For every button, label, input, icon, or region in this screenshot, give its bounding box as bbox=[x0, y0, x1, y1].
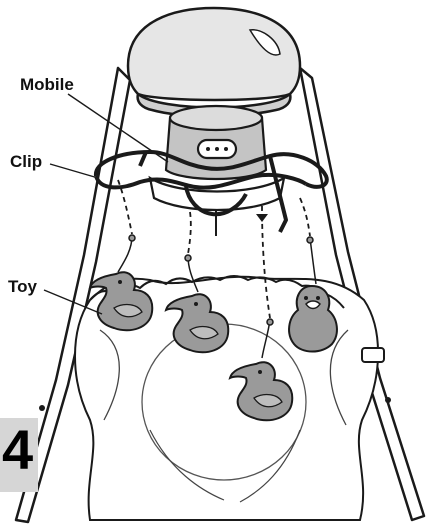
frame-bolt bbox=[39, 405, 45, 411]
canopy bbox=[128, 8, 300, 116]
clip-label: Clip bbox=[10, 153, 42, 170]
toy-label: Toy bbox=[8, 278, 37, 295]
frame-bolt bbox=[385, 397, 391, 403]
arrow-icon bbox=[256, 214, 268, 222]
mobile-label: Mobile bbox=[20, 76, 74, 93]
clip-leader bbox=[50, 164, 98, 178]
toy-string bbox=[118, 236, 132, 272]
toy-string bbox=[310, 238, 316, 284]
step-number: 4 bbox=[2, 422, 33, 478]
hub-top bbox=[170, 106, 262, 130]
seat-strap bbox=[362, 348, 384, 362]
